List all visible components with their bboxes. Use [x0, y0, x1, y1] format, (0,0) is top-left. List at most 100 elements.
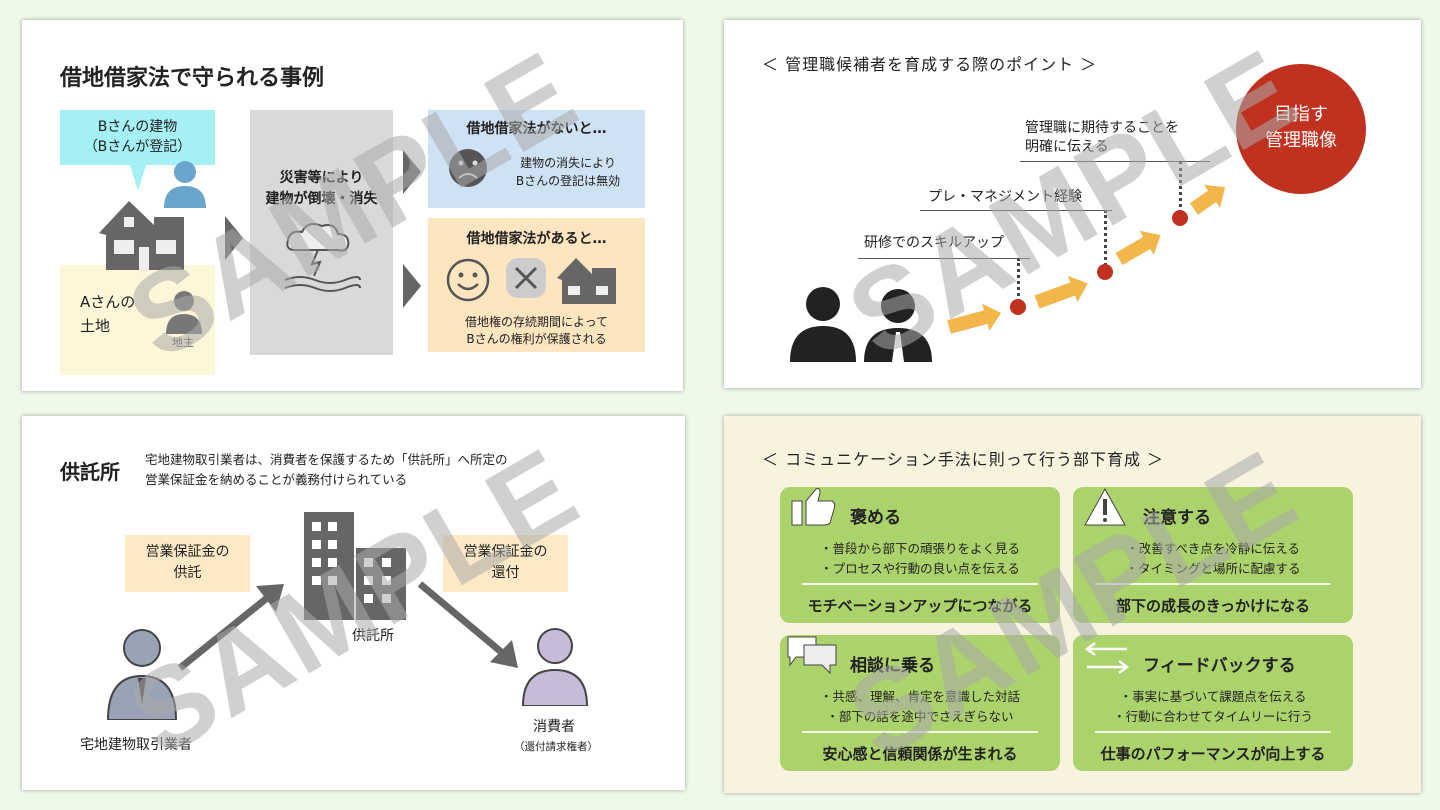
card-result: 部下の成長のきっかけになる [1116, 597, 1310, 615]
divider [802, 731, 1038, 733]
card-line: ・部下の話を途中でさえぎらない [826, 709, 1014, 724]
progress-arrow [1189, 189, 1218, 215]
progress-arrow [947, 309, 990, 334]
bubble-tail [130, 165, 146, 191]
divider [802, 583, 1038, 585]
dealer-label: 宅地建物取引業者 [80, 737, 192, 753]
with-law-title: 借地借家法があると… [466, 231, 607, 247]
bubble-line: Bさんの建物 [97, 119, 178, 135]
text-line: 建物の消失により [520, 156, 616, 170]
with-law-text: 借地権の存続期間によって Bさんの権利が保護される [428, 314, 645, 348]
progress-arrow [1115, 235, 1152, 266]
card-line: ・改善すべき点を冷静に伝える [1126, 541, 1300, 556]
step-text: 明確に伝える [1025, 139, 1109, 155]
description: 宅地建物取引業者は、消費者を保護するため「供託所」へ所定の 営業保証金を納めるこ… [145, 450, 508, 490]
card-line: ・事実に基づいて課題点を伝える [1119, 689, 1307, 704]
card-title: フィードバックする [1143, 656, 1296, 676]
consumer-sublabel: （還付請求権者） [514, 741, 598, 753]
card-title: 注意する [1143, 508, 1211, 528]
arrow-up-right-icon [177, 584, 284, 671]
building-owner-bubble: Bさんの建物 （Bさんが登記） [60, 110, 215, 165]
with-law-box: 借地借家法があると… 借地権の存続期間によって Bさんの権利が保護される [428, 218, 645, 352]
step-label: プレ・マネジメント経験 [928, 186, 1082, 206]
goal-line: 目指す [1274, 104, 1328, 125]
arrow-right-icon [403, 264, 421, 308]
land-line: 土地 [80, 317, 111, 335]
goal-line: 管理職像 [1265, 130, 1337, 151]
method-card-praise: 褒める ・普段から部下の頑張りをよく見る ・プロセスや行動の良い点を伝える モチ… [780, 487, 1060, 623]
card-title: 褒める [850, 508, 901, 528]
warning-icon [1084, 487, 1126, 526]
office-label: 供託所 [352, 628, 394, 644]
card-line: ・タイミングと場所に配慮する [1125, 561, 1301, 576]
arrow-right-icon [225, 216, 243, 260]
speech-bubbles-icon [787, 636, 837, 675]
step-text: 研修でのスキルアップ [864, 235, 1004, 251]
land-owner-label: Aさんの 土地 [80, 290, 135, 338]
house-icon [99, 201, 184, 270]
step-label: 研修でのスキルアップ [864, 232, 1004, 252]
people-icon [790, 287, 932, 362]
text-line: 借地権の存続期間によって [464, 315, 609, 329]
step-dot [1010, 299, 1026, 315]
without-law-box: 借地借家法がないと… 建物の消失により Bさんの登記は無効 [428, 110, 645, 208]
dotted-line [1179, 161, 1182, 213]
text-line: Bさんの登記は無効 [515, 174, 621, 188]
box-line: 営業保証金の [145, 544, 230, 560]
consumer-label: 消費者 [533, 719, 575, 735]
without-law-text: 建物の消失により Bさんの登記は無効 [498, 154, 638, 190]
slide-title: 借地借家法で守られる事例 [60, 66, 325, 91]
slide-communication-methods: ＜ コミュニケーション手法に則って行う部下育成 ＞ 褒める ・普段から部下の頑張… [724, 416, 1421, 793]
slide-title: 供託所 [60, 460, 120, 484]
description-line: 宅地建物取引業者は、消費者を保護するため「供託所」へ所定の [145, 452, 508, 467]
arrow-down-right-icon [417, 581, 518, 668]
smile-face-icon [446, 258, 490, 302]
divider [1095, 731, 1331, 733]
businessman-icon [106, 629, 178, 720]
box-line: 供託 [173, 565, 202, 581]
step-text: プレ・マネジメント経験 [928, 189, 1082, 205]
divider [920, 210, 1112, 211]
card-line: ・行動に合わせてタイムリーに行う [1113, 709, 1313, 724]
box-line: 営業保証金の [463, 544, 548, 560]
divider [1095, 583, 1331, 585]
card-result: 仕事のパフォーマンスが向上する [1100, 745, 1326, 763]
description-line: 営業保証金を納めることが義務付けられている [145, 472, 408, 487]
card-line: ・プロセスや行動の良い点を伝える [820, 561, 1020, 576]
land-line: Aさんの [80, 293, 136, 311]
person-icon [164, 161, 206, 208]
goal-circle: 目指す 管理職像 [1236, 64, 1366, 194]
slide-title: ＜ コミュニケーション手法に則って行う部下育成 ＞ [762, 450, 1165, 469]
box-line: 還付 [491, 565, 520, 581]
step-text: 管理職に期待することを [1025, 120, 1179, 136]
step-dot [1097, 264, 1113, 280]
refund-box: 営業保証金の 還付 [443, 535, 568, 592]
progress-arrow [1034, 281, 1077, 309]
exchange-arrows-icon [1084, 642, 1130, 674]
card-title: 相談に乗る [850, 656, 935, 676]
card-line: ・普段から部下の頑張りをよく見る [819, 541, 1020, 556]
card-result: 安心感と信頼関係が生まれる [822, 745, 1018, 763]
dotted-line [1017, 258, 1020, 302]
sad-face-icon [449, 149, 487, 187]
repair-tools-icon [506, 258, 546, 298]
method-card-consult: 相談に乗る ・共感、理解、肯定を意識した対話 ・部下の話を途中でさえぎらない 安… [780, 635, 1060, 771]
slide-deposit-office: 供託所 宅地建物取引業者は、消費者を保護するため「供託所」へ所定の 営業保証金を… [22, 416, 685, 790]
dotted-line [1104, 210, 1107, 266]
disaster-line: 建物が倒壊・消失 [265, 191, 378, 207]
consumer-icon [521, 628, 589, 706]
divider [858, 258, 1030, 259]
text-line: Bさんの権利が保護される [466, 332, 607, 346]
slide-title: ＜ 管理職候補者を育成する際のポイント ＞ [762, 55, 1098, 74]
house-icon [557, 258, 616, 304]
card-result: モチベーションアップにつながる [807, 597, 1033, 615]
arrow-right-icon [403, 150, 421, 194]
landlord-label: 地主 [172, 336, 194, 349]
disaster-line: 災害等により [279, 170, 364, 186]
divider [1020, 161, 1210, 162]
office-building-icon [304, 512, 406, 620]
without-law-title: 借地借家法がないと… [466, 121, 607, 137]
storm-flood-icon [284, 223, 361, 292]
slide-manager-points: ＜ 管理職候補者を育成する際のポイント ＞ 目指す 管理職像 研修でのスキルアッ… [724, 20, 1421, 388]
bubble-line: （Bさんが登記） [83, 139, 192, 155]
